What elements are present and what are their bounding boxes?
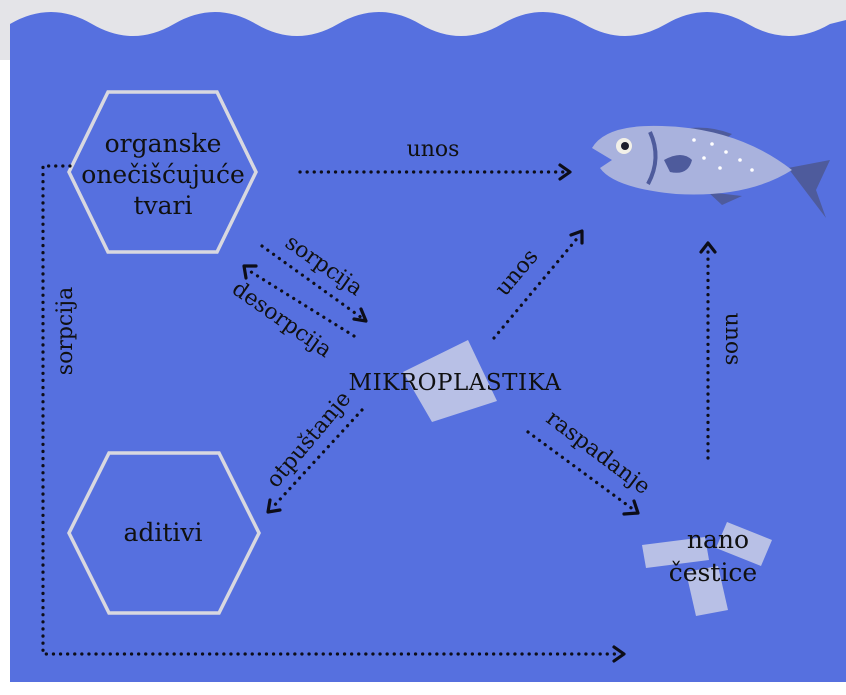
organic-pollutants-label-line-1: organske xyxy=(105,129,222,158)
pollutants-to-fish-label: unos xyxy=(407,137,460,162)
nano-to-fish-label: unos xyxy=(720,313,745,366)
fish-speckle xyxy=(692,138,696,142)
fish-speckle xyxy=(702,156,706,160)
microplastic-label: MIKROPLASTIKA xyxy=(349,370,562,396)
left-loop-label: sorpcija xyxy=(53,287,78,375)
fish-speckle xyxy=(710,142,714,146)
fish-speckle xyxy=(724,150,728,154)
nanoparticles-label-line-2: čestice xyxy=(669,558,757,587)
fish-pupil xyxy=(621,142,629,150)
nanoparticles-label-line-1: nano xyxy=(687,525,749,554)
fish-speckle xyxy=(738,158,742,162)
additives-label: aditivi xyxy=(123,518,202,547)
organic-pollutants-label-line-2: onečišćujuće xyxy=(81,160,245,189)
fish-speckle xyxy=(750,168,754,172)
fish-speckle xyxy=(718,166,722,170)
organic-pollutants-label-line-3: tvari xyxy=(133,191,192,220)
